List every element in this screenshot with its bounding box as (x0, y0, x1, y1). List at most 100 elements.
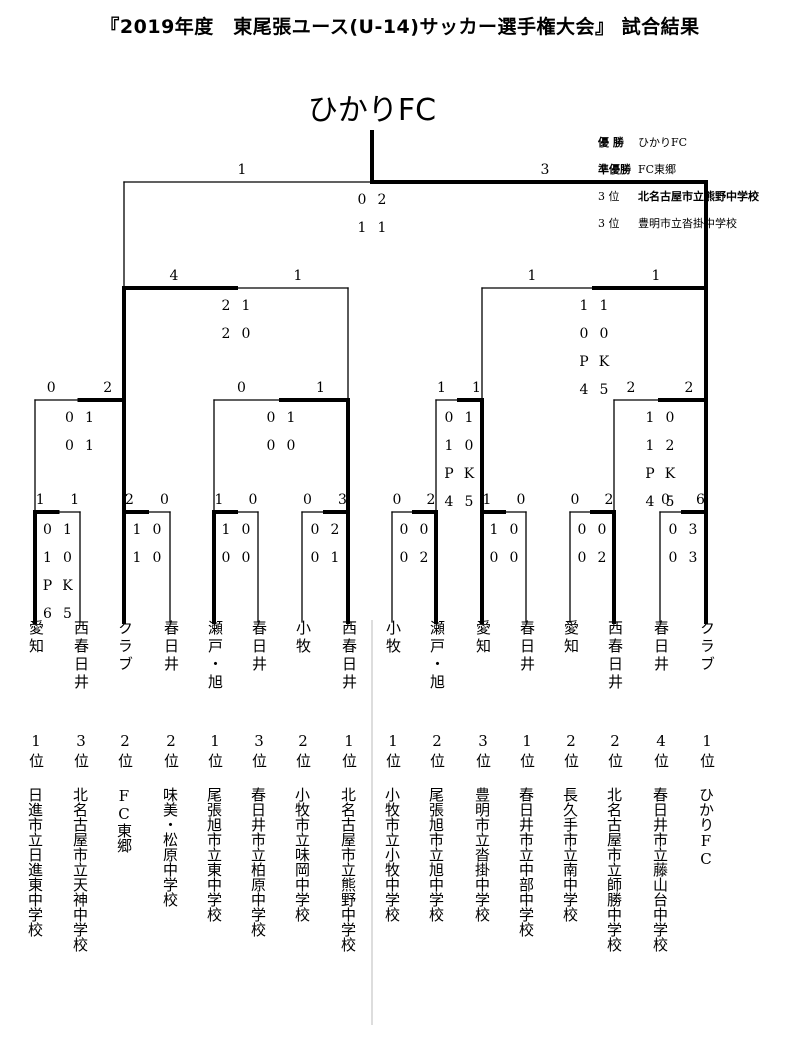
half-score-left: 0 (490, 550, 499, 566)
team-school: 小牧市立味岡中学校 (293, 787, 311, 922)
half-score-right: 0 (510, 522, 519, 538)
team-rank: 2位 (116, 732, 134, 771)
half-score-right: 1 (600, 298, 609, 314)
team-short: 愛知 (562, 620, 580, 656)
team-short: クラブ (116, 620, 134, 674)
match-score-left: 1 (36, 492, 45, 508)
half-score-left: 1 (43, 550, 52, 566)
half-score-right: 2 (598, 550, 607, 566)
team-short: 春日井 (162, 620, 180, 674)
team-school: 小牧市立小牧中学校 (383, 787, 401, 922)
team-rank: 1位 (206, 732, 224, 771)
half-score-right: 0 (287, 438, 296, 454)
match-score-right: 2 (427, 492, 436, 508)
half-score-left: 1 (646, 438, 655, 454)
half-score-right: 2 (378, 192, 387, 208)
half-score-right: 0 (600, 326, 609, 342)
half-score-right: 2 (331, 522, 340, 538)
team-school: 春日井市立中部中学校 (517, 787, 535, 937)
half-score-right: 2 (666, 438, 675, 454)
team-rank: 1位 (340, 732, 358, 771)
half-score-left: 0 (311, 550, 320, 566)
half-score-left: P (579, 354, 588, 370)
match-score-right: 1 (652, 268, 661, 284)
match-score-right: 3 (338, 492, 347, 508)
match-score-right: 2 (685, 380, 694, 396)
half-score-right: 1 (287, 410, 296, 426)
half-score-left: P (444, 466, 453, 482)
team-school: 北名古屋市立師勝中学校 (605, 787, 623, 952)
team-short: 小牧 (384, 620, 402, 656)
match-score-left: 1 (238, 162, 247, 178)
half-score-right: K (665, 466, 676, 482)
half-score-left: 4 (580, 382, 589, 398)
team-school: 尾張旭市立旭中学校 (427, 787, 445, 922)
match-score-right: 1 (472, 380, 481, 396)
legend-label: 準優勝 (598, 163, 631, 176)
half-score-left: 0 (43, 522, 52, 538)
half-score-right: 0 (242, 550, 251, 566)
half-score-left: 4 (646, 494, 655, 510)
team-school: 北名古屋市立天神中学校 (71, 787, 89, 952)
half-score-left: 0 (400, 522, 409, 538)
match-score-right: 1 (70, 492, 79, 508)
half-score-right: 5 (63, 606, 72, 622)
match-score-left: 0 (303, 492, 312, 508)
half-score-left: 0 (65, 438, 74, 454)
team-short: 西春日井 (606, 620, 624, 692)
half-score-right: K (62, 578, 73, 594)
half-score-left: 2 (222, 298, 231, 314)
team-short: 春日井 (652, 620, 670, 674)
half-score-right: 1 (85, 438, 94, 454)
match-score-left: 0 (393, 492, 402, 508)
half-score-right: 0 (153, 522, 162, 538)
half-score-right: 1 (85, 410, 94, 426)
half-score-left: P (43, 578, 52, 594)
team-rank: 2位 (162, 732, 180, 771)
team-school: 味美・松原中学校 (161, 787, 179, 907)
half-score-left: 1 (445, 438, 454, 454)
team-rank: 3位 (72, 732, 90, 771)
half-score-right: 0 (63, 550, 72, 566)
legend-row-third-1: 3 位 北名古屋市立熊野中学校 (598, 188, 759, 215)
match-score-left: 0 (237, 380, 246, 396)
match-score-right: 1 (294, 268, 303, 284)
legend-team: FC東郷 (638, 163, 677, 176)
match-score-right: 0 (517, 492, 526, 508)
half-score-right: 0 (465, 438, 474, 454)
half-score-left: 0 (578, 522, 587, 538)
half-score-right: 1 (465, 410, 474, 426)
team-school: 長久手市立南中学校 (561, 787, 579, 922)
team-school: 春日井市立藤山台中学校 (651, 787, 669, 952)
match-score-left: 0 (571, 492, 580, 508)
team-school: 北名古屋市立熊野中学校 (339, 787, 357, 952)
half-score-right: 0 (153, 550, 162, 566)
team-rank: 3位 (474, 732, 492, 771)
match-score-right: 1 (316, 380, 325, 396)
team-short: 愛知 (474, 620, 492, 656)
half-score-left: 0 (578, 550, 587, 566)
half-score-left: 0 (580, 326, 589, 342)
team-short: 瀬戸・旭 (206, 620, 224, 692)
half-score-left: 1 (580, 298, 589, 314)
match-score-left: 1 (437, 380, 446, 396)
legend-team: ひかりFC (638, 136, 688, 149)
team-rank: 1位 (384, 732, 402, 771)
legend-team: 北名古屋市立熊野中学校 (638, 190, 759, 203)
half-score-left: 2 (222, 326, 231, 342)
half-score-left: 0 (669, 550, 678, 566)
page-title: 『2019年度 東尾張ユース(U-14)サッカー選手権大会』 試合結果 (100, 16, 700, 38)
match-score-left: 2 (627, 380, 636, 396)
half-score-right: 1 (63, 522, 72, 538)
team-short: 春日井 (250, 620, 268, 674)
half-score-right: 0 (242, 522, 251, 538)
half-score-left: 0 (311, 522, 320, 538)
team-school: FC東郷 (115, 787, 133, 853)
team-short: 西春日井 (72, 620, 90, 692)
team-rank: 2位 (294, 732, 312, 771)
team-school: ひかりFC (697, 787, 715, 868)
half-score-right: K (599, 354, 610, 370)
match-score-right: 6 (696, 492, 705, 508)
